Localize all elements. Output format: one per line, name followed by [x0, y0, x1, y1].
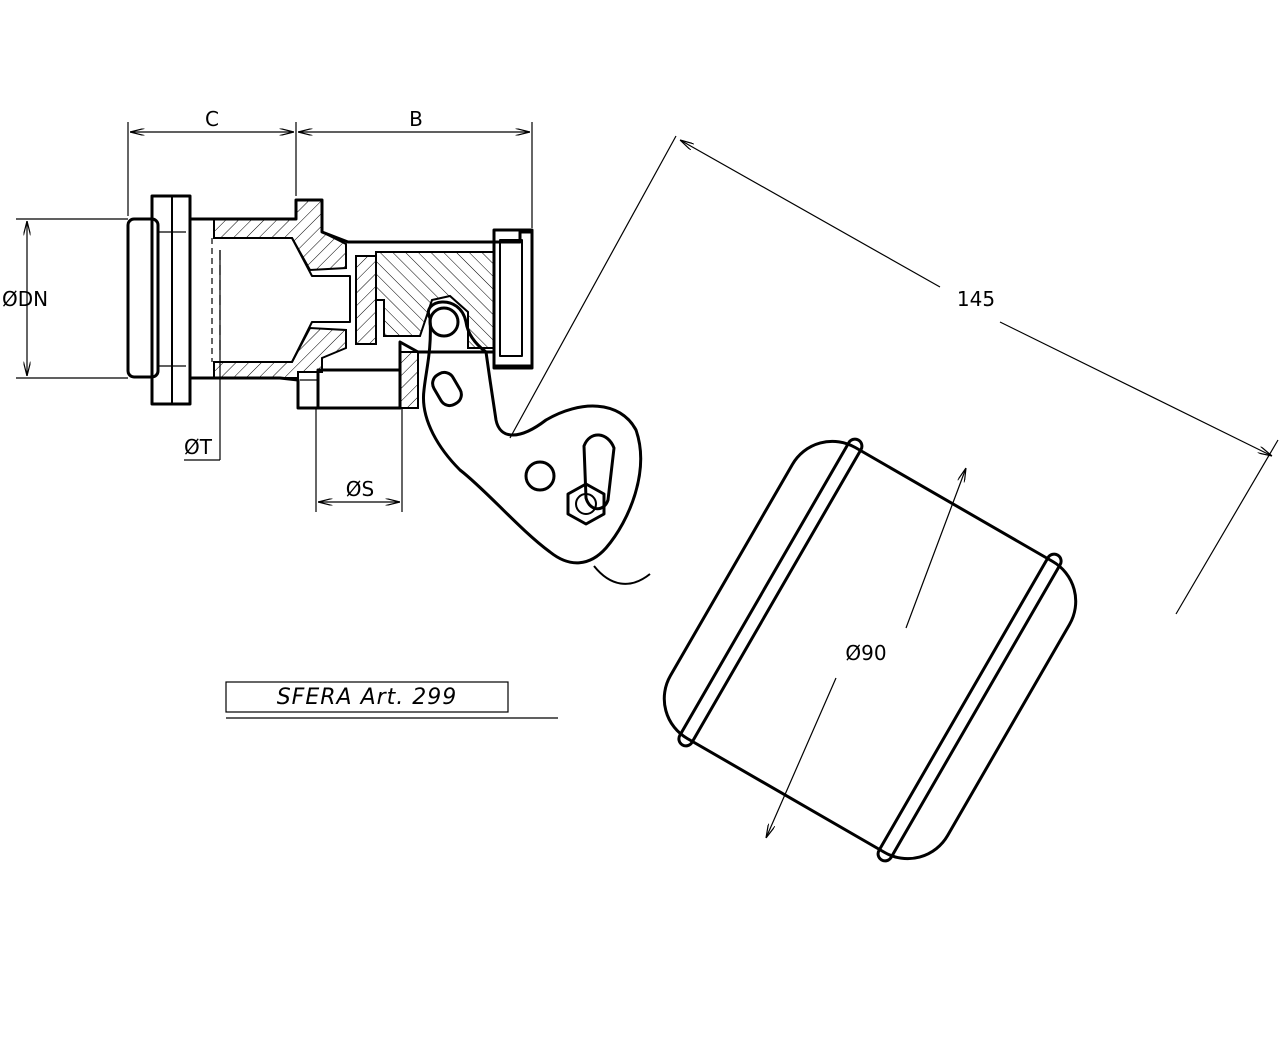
float	[662, 437, 1078, 863]
hex-nut	[566, 482, 606, 526]
lever-arm	[421, 300, 651, 585]
dimension-lines	[16, 122, 1279, 838]
dim-b-label: B	[409, 107, 423, 131]
label-box	[225, 681, 509, 713]
end-cap	[492, 228, 534, 370]
dim-c-label: C	[205, 107, 219, 131]
inlet-thread-end	[126, 217, 160, 379]
dim-length-label: 145	[957, 287, 995, 311]
label-text: SFERA Art. 299	[277, 685, 458, 710]
body-section-hatch	[200, 199, 347, 272]
lever-pivot-hole	[524, 460, 556, 492]
valve-body	[126, 194, 534, 410]
lever-outline	[421, 300, 643, 565]
float-rib-right	[876, 552, 1063, 863]
dim-s-label: ØS	[346, 477, 374, 501]
dim-dn-label: ØDN	[2, 287, 48, 311]
dim-t-label: ØT	[184, 435, 213, 459]
dim-diameter-label: Ø90	[845, 641, 886, 665]
float-rib-left	[677, 437, 864, 748]
seal-insert	[355, 255, 377, 345]
float-body	[662, 439, 1078, 861]
